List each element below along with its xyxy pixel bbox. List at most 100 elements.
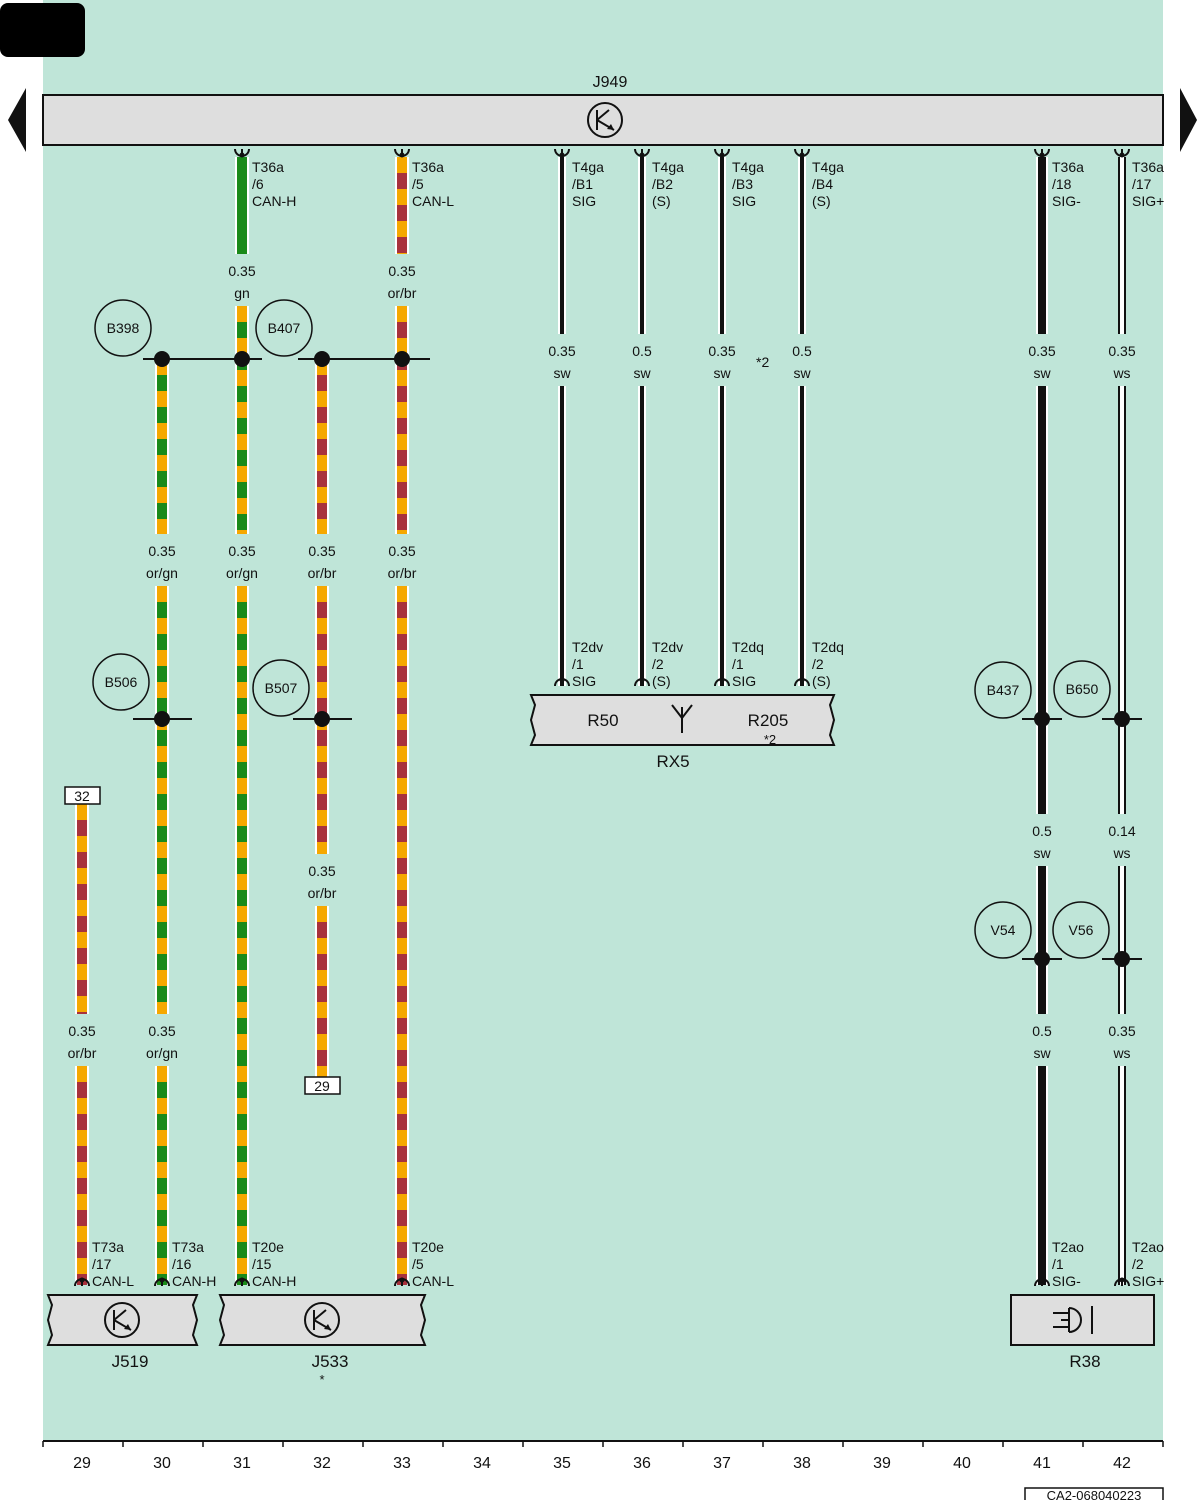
column-number: 29 <box>73 1455 91 1472</box>
wire-labels: 0.35gn0.35or/br0.35sw0.5sw0.35sw0.5sw0.3… <box>68 263 1136 1061</box>
splice-dot <box>1114 711 1130 727</box>
note-star2: *2 <box>756 354 769 370</box>
column-number: 37 <box>713 1455 731 1472</box>
pin-label: CAN-H <box>252 1273 296 1289</box>
pin-connector-icon <box>634 148 650 158</box>
pin-label: CAN-H <box>172 1273 216 1289</box>
wire-color-label: ws <box>1112 365 1130 381</box>
pin-label: SIG+ <box>1132 193 1164 209</box>
column-number: 41 <box>1033 1455 1051 1472</box>
component-j533: J533 * <box>218 1294 427 1387</box>
pin-label: CAN-L <box>412 1273 454 1289</box>
pin-label: /2 <box>1132 1256 1144 1272</box>
pin-label: T73a <box>172 1239 204 1255</box>
pin-label: CAN-H <box>252 193 296 209</box>
pin-connector-icon <box>794 148 810 158</box>
column-number: 33 <box>393 1455 411 1472</box>
splice-dot <box>394 351 410 367</box>
wire-color-label: or/br <box>388 285 417 301</box>
pin-label: SIG <box>572 673 596 689</box>
pin-label: T4ga <box>572 159 604 175</box>
pin-label: (S) <box>812 193 831 209</box>
wire-color-label: or/br <box>388 565 417 581</box>
pin-label: /B4 <box>812 176 833 192</box>
pin-label: (S) <box>812 673 831 689</box>
column-number: 32 <box>313 1455 331 1472</box>
pin-label: CAN-L <box>92 1273 134 1289</box>
component-rx5-name: RX5 <box>656 752 689 771</box>
pin-label: T4ga <box>732 159 764 175</box>
pin-label: /1 <box>1052 1256 1064 1272</box>
pin-label: T2dq <box>812 639 844 655</box>
pin-label: T20e <box>412 1239 444 1255</box>
splice-v54-label: V54 <box>991 922 1016 938</box>
pin-connector-icon <box>554 148 570 158</box>
wire-color-label: sw <box>1033 365 1051 381</box>
wire-color-label: or/br <box>308 885 337 901</box>
wire-color-label: ws <box>1112 1045 1130 1061</box>
pin-label: T36a <box>412 159 444 175</box>
wire-color-label: or/br <box>68 1045 97 1061</box>
splice-b437: B437 <box>974 661 1032 719</box>
wire-size-label: 0.35 <box>388 543 415 559</box>
pin-label: /5 <box>412 176 424 192</box>
pin-label: /16 <box>172 1256 192 1272</box>
column-number: 36 <box>633 1455 651 1472</box>
pin-connector-icon <box>1034 148 1050 158</box>
component-rx5: R50 R205 *2 RX5 <box>529 694 836 771</box>
wire-color-label: ws <box>1112 845 1130 861</box>
wire-color-label: sw <box>1033 845 1051 861</box>
splice-dots <box>154 351 1130 967</box>
component-r50-label: R50 <box>587 711 618 730</box>
pin-connector-icon <box>1114 1277 1130 1287</box>
wire-size-label: 0.35 <box>228 543 255 559</box>
splice-b506: B506 <box>92 653 150 711</box>
splice-b507: B507 <box>252 659 310 717</box>
pin-label: /2 <box>812 656 824 672</box>
pin-label: CAN-L <box>412 193 454 209</box>
wire-size-label: 0.35 <box>308 863 335 879</box>
antenna-icon <box>671 704 693 733</box>
pin-connector-icon <box>1114 148 1130 158</box>
next-page-arrow-icon[interactable] <box>1180 88 1197 152</box>
wire-size-label: 0.35 <box>308 543 335 559</box>
splice-dot <box>1114 951 1130 967</box>
pin-label: /1 <box>732 656 744 672</box>
footer-code: CA2-068040223 <box>1047 1488 1142 1500</box>
splice-dot <box>234 351 250 367</box>
splice-b398: B398 <box>94 299 152 357</box>
splice-dot <box>314 711 330 727</box>
component-r205-label: R205 <box>748 711 789 730</box>
splice-b407: B407 <box>255 299 313 357</box>
wire-size-label: 0.5 <box>1032 1023 1052 1039</box>
wire-size-label: 0.35 <box>148 543 175 559</box>
reference-box-29[interactable]: 29 <box>304 1076 341 1095</box>
footer-code-box <box>1024 1487 1164 1500</box>
pin-label: /17 <box>92 1256 112 1272</box>
pin-connector-icon <box>234 148 250 158</box>
pin-label: T4ga <box>812 159 844 175</box>
pin-connector-icon <box>234 1277 250 1287</box>
wire-color-label: gn <box>234 285 250 301</box>
component-j533-note: * <box>319 1372 324 1387</box>
previous-page-arrow-icon[interactable] <box>8 88 26 152</box>
column-number: 40 <box>953 1455 971 1472</box>
pin-connector-icon <box>714 677 730 687</box>
component-j519-name: J519 <box>112 1352 149 1371</box>
pin-label: /B1 <box>572 176 593 192</box>
reference-box-32[interactable]: 32 <box>64 786 101 805</box>
pin-connector-icon <box>1034 1277 1050 1287</box>
pin-label: /2 <box>652 656 664 672</box>
wire-size-label: 0.5 <box>792 343 812 359</box>
pin-label: SIG <box>732 673 756 689</box>
page-tab <box>0 3 85 57</box>
wire-color-label: or/br <box>308 565 337 581</box>
pin-label: /17 <box>1132 176 1152 192</box>
component-r38: R38 <box>1010 1294 1155 1371</box>
pin-connector-icon <box>394 148 410 158</box>
component-j533-name: J533 <box>312 1352 349 1371</box>
pin-label: SIG- <box>1052 193 1081 209</box>
splice-dot <box>1034 711 1050 727</box>
